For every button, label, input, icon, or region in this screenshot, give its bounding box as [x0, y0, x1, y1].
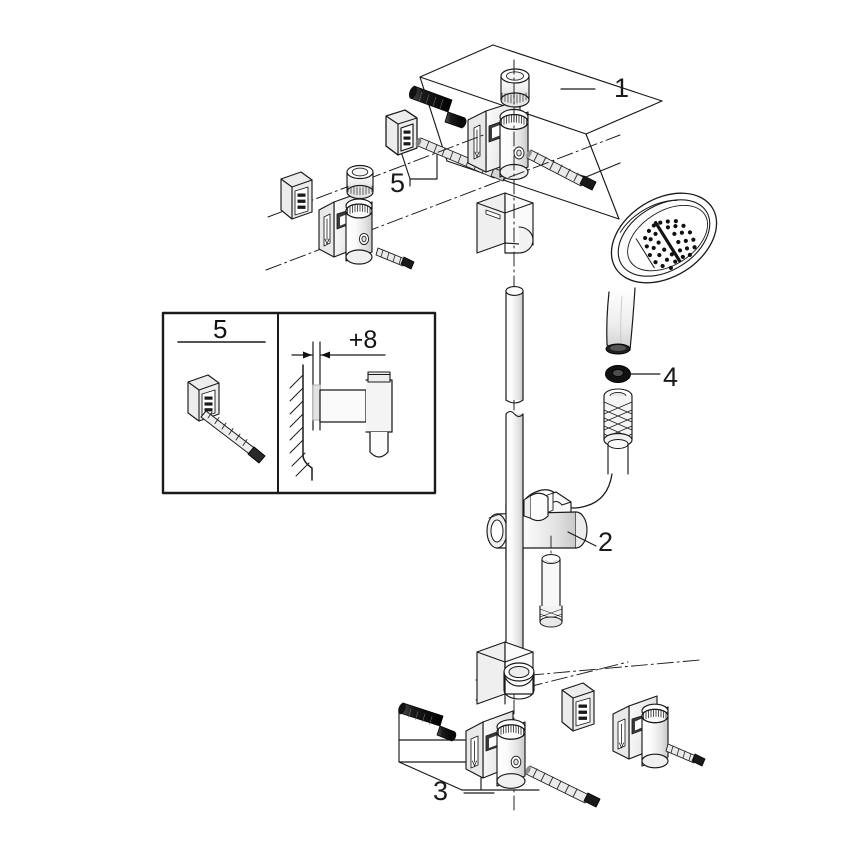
- callout-label-3: 3: [433, 776, 448, 806]
- inset-dimension-label: +8: [349, 326, 378, 354]
- callout-label-5: 5: [390, 168, 405, 198]
- slider-grub-screw: [539, 535, 563, 628]
- upper-bracket-body: [467, 99, 529, 181]
- wood-screw-left-small: [375, 247, 415, 270]
- inset-left-label: 5: [213, 314, 227, 344]
- wall-plug-left: [280, 171, 313, 220]
- inset-wall: [289, 364, 313, 481]
- lower-rail-endcap: [476, 641, 535, 705]
- shower-rail: [505, 286, 524, 664]
- callout-labels: 1 2 3 4 5: [390, 73, 678, 806]
- hose-gasket: [605, 365, 631, 383]
- wood-screw-upper-right: [526, 149, 597, 191]
- hex-bolt-lower: [398, 702, 457, 742]
- hose-connector: [603, 388, 633, 475]
- wall-plug-right: [561, 682, 595, 732]
- callout-label-4: 4: [663, 362, 678, 392]
- lower-right-bracket-assembly: [561, 682, 706, 769]
- lower-bracket-body: [465, 710, 526, 789]
- hex-bolt-upper: [408, 85, 467, 129]
- handshower: [605, 192, 718, 355]
- callout-label-2: 2: [598, 527, 613, 557]
- inset-dimension: [291, 351, 386, 359]
- wood-screw-lower-right: [665, 743, 706, 767]
- upper-left-bracket-assembly: [280, 164, 415, 270]
- callout-1-leader: [419, 44, 663, 220]
- callout-2-leader: [567, 531, 597, 547]
- wall-plug-upper: [385, 109, 418, 156]
- upper-rail-endcap: [476, 192, 534, 254]
- wood-screw-lower: [525, 765, 601, 808]
- detail-inset-panel: [161, 311, 437, 495]
- callout-label-1: 1: [614, 73, 629, 103]
- inset-text: 5 +8: [213, 314, 377, 354]
- inset-wall-plug: [187, 374, 220, 422]
- inset-bracket: [319, 371, 393, 458]
- inset-screw: [200, 410, 266, 464]
- upper-cap-knob: [500, 68, 530, 108]
- rail-slider-holder: [486, 491, 588, 561]
